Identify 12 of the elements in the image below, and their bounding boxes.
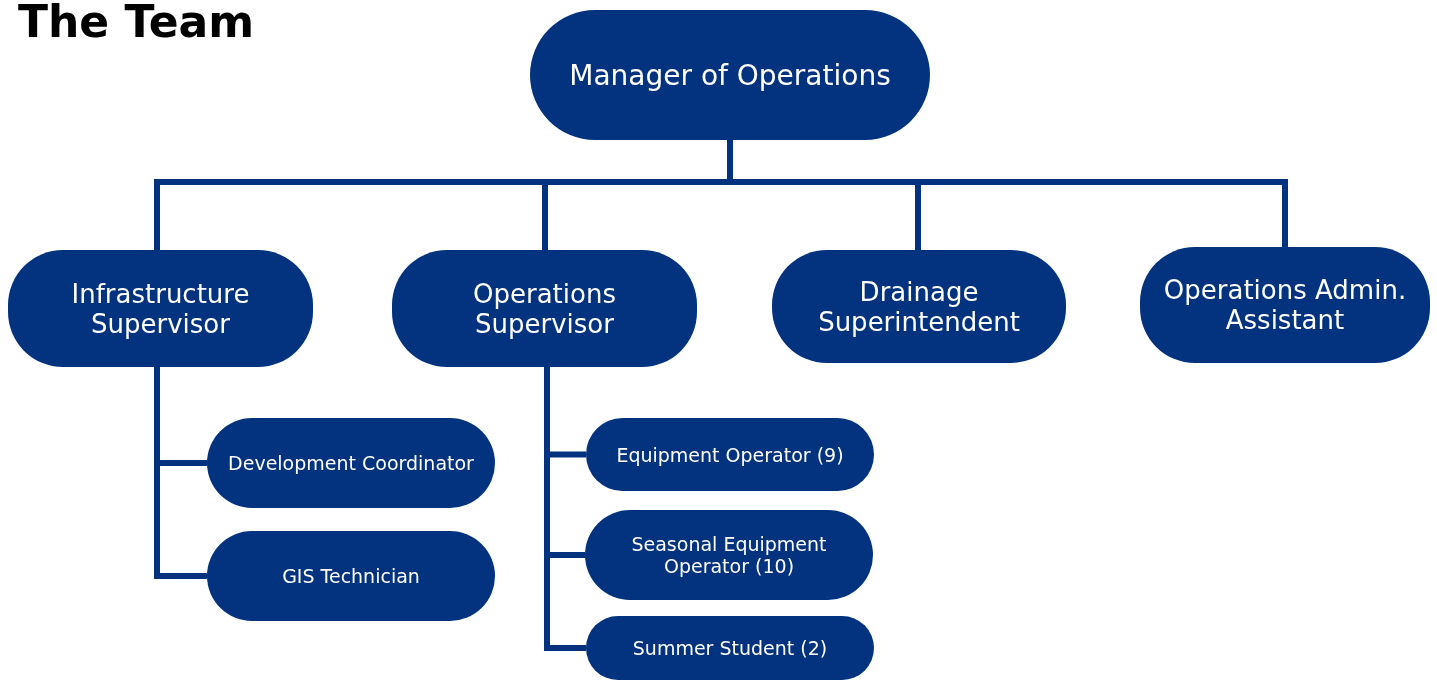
- role-title: GIS Technician: [282, 565, 420, 587]
- role-title: Seasonal Equipment Operator (10): [630, 533, 828, 577]
- role-title: Operations Admin. Assistant: [1162, 275, 1408, 335]
- role-title: Operations Supervisor: [472, 278, 617, 339]
- connector-line: [727, 140, 1288, 247]
- role-title: Manager of Operations: [569, 58, 891, 92]
- role-title: Summer Student (2): [632, 637, 828, 659]
- role-title: Infrastructure Supervisor: [70, 278, 251, 339]
- role-title: Equipment Operator (9): [616, 443, 844, 466]
- role-title: Development Coordinator: [228, 452, 474, 474]
- role-title: Drainage Superintendent: [817, 276, 1021, 337]
- title: The Team: [18, 0, 255, 47]
